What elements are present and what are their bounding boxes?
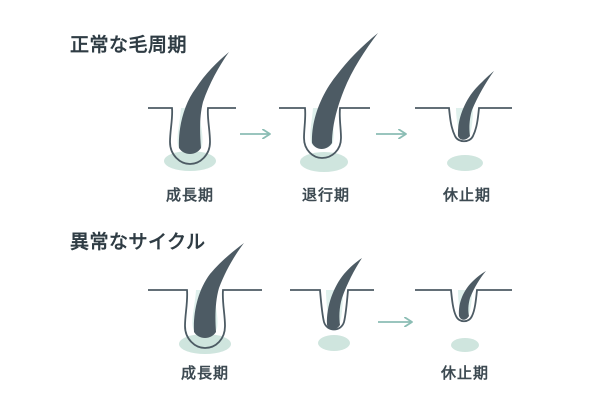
hair-shaft <box>326 258 362 330</box>
hair-shaft <box>311 33 378 149</box>
abnormal-cycle-title: 異常なサイクル <box>70 231 206 253</box>
stage-label-anagen: 成長期 <box>180 364 230 382</box>
normal-cycle-title: 正常な毛周期 <box>70 34 188 56</box>
abnormal-short-anagen-follicle <box>290 258 374 351</box>
skin-line <box>415 107 512 143</box>
skin-line <box>415 289 512 323</box>
normal-catagen-follicle <box>279 33 378 172</box>
hair-shaft <box>458 271 486 320</box>
papilla-shadow <box>318 335 350 351</box>
papilla-shadow <box>447 155 483 171</box>
skin-line <box>290 289 374 331</box>
normal-telogen-follicle <box>415 71 512 171</box>
stage-label-catagen: 退行期 <box>301 186 351 204</box>
hair-shaft <box>178 52 229 154</box>
papilla-shadow <box>164 151 216 171</box>
skin-line <box>279 107 370 159</box>
normal-anagen-follicle <box>148 52 236 171</box>
papilla-shadow <box>300 152 348 172</box>
papilla-shadow <box>179 334 231 354</box>
hair-shaft <box>457 71 494 140</box>
papilla-shadow <box>451 338 479 352</box>
skin-line <box>148 107 236 165</box>
stage-label-anagen: 成長期 <box>165 186 215 204</box>
abnormal-telogen-follicle <box>415 271 512 352</box>
abnormal-anagen-follicle <box>148 243 262 354</box>
skin-line <box>148 289 262 349</box>
stage-label-telogen: 休止期 <box>442 186 492 204</box>
stage-label-telogen: 休止期 <box>440 364 490 382</box>
hair-shaft <box>193 243 244 338</box>
